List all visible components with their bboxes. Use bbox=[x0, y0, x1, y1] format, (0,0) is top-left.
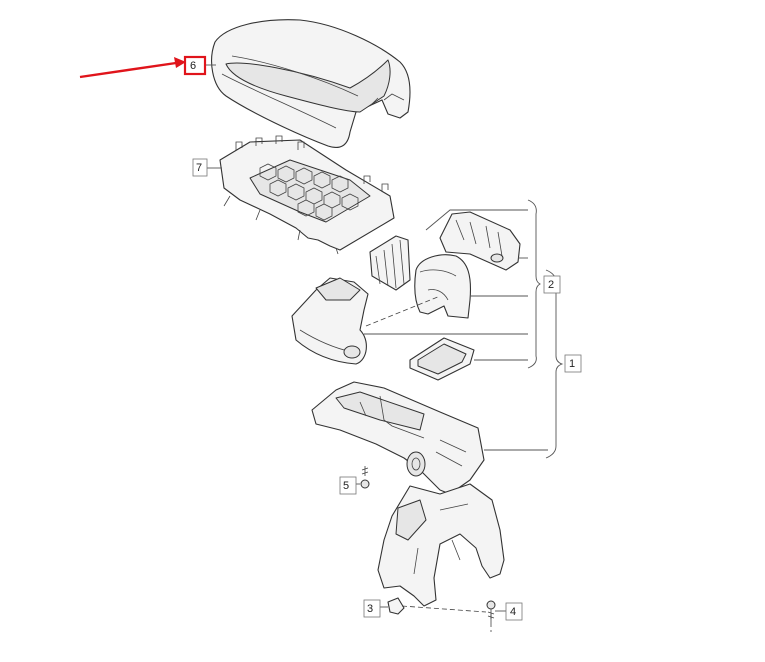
part-3-clip[interactable] bbox=[387, 597, 405, 615]
label-7[interactable]: 7 bbox=[192, 158, 208, 177]
callout-arrow bbox=[79, 57, 186, 79]
svg-text:4: 4 bbox=[510, 606, 516, 618]
svg-text:3: 3 bbox=[367, 603, 373, 615]
part-2-hinge-bracket[interactable] bbox=[369, 235, 411, 291]
label-2[interactable]: 2 bbox=[543, 275, 561, 294]
label-4[interactable]: 4 bbox=[505, 602, 523, 621]
part-1-support-bracket[interactable] bbox=[377, 483, 505, 607]
part-6-armrest-lid[interactable] bbox=[211, 19, 411, 149]
fastener-axis bbox=[401, 605, 487, 613]
part-2-armrest-extension[interactable] bbox=[291, 277, 369, 365]
svg-text:2: 2 bbox=[548, 279, 554, 291]
part-5-screw[interactable] bbox=[360, 466, 370, 489]
label-6-highlight bbox=[183, 55, 207, 76]
part-2-hinge-cap[interactable] bbox=[439, 211, 521, 271]
svg-text:7: 7 bbox=[196, 162, 202, 174]
part-2-rubber-mat[interactable] bbox=[409, 337, 475, 381]
part-1-armrest-base[interactable] bbox=[311, 381, 485, 495]
svg-text:6: 6 bbox=[190, 60, 196, 72]
svg-text:1: 1 bbox=[569, 358, 575, 370]
part-7-honeycomb-frame[interactable] bbox=[219, 135, 395, 255]
label-3[interactable]: 3 bbox=[363, 599, 381, 618]
assembly-axis-2 bbox=[365, 295, 441, 327]
label-6[interactable]: 6 bbox=[183, 55, 207, 76]
label-1[interactable]: 1 bbox=[564, 354, 582, 373]
svg-text:5: 5 bbox=[343, 480, 349, 492]
part-2-sliding-sleeve[interactable] bbox=[414, 254, 472, 319]
label-5[interactable]: 5 bbox=[339, 476, 357, 495]
